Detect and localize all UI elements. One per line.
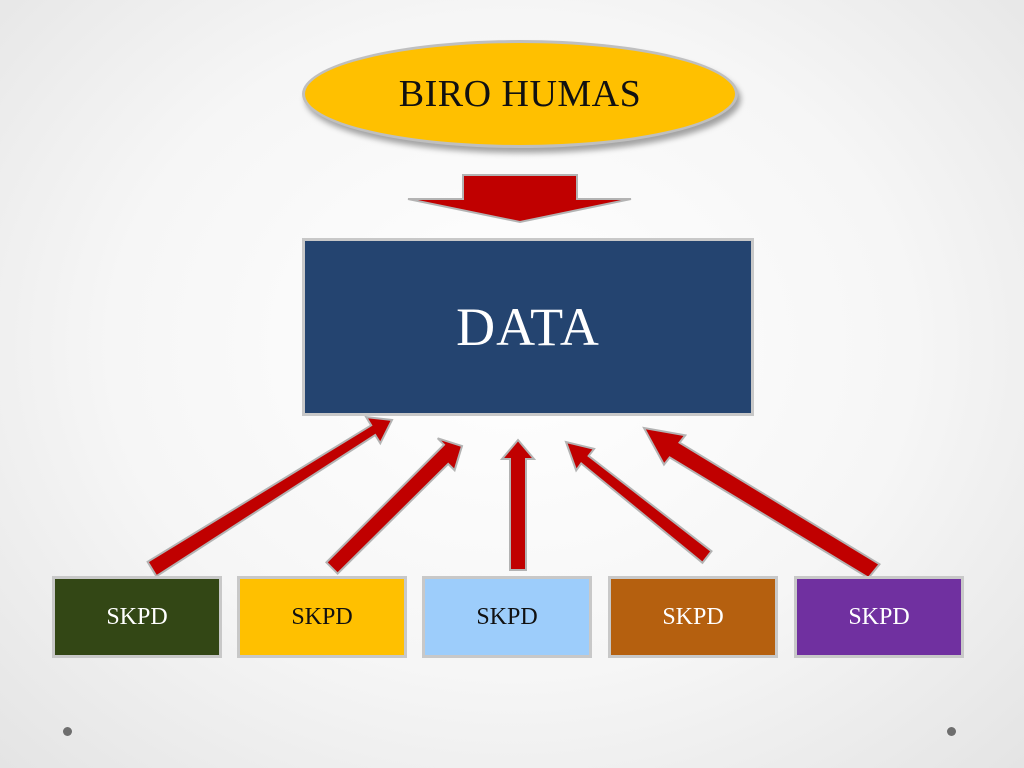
data-label: DATA	[456, 297, 600, 357]
skpd-label: SKPD	[848, 603, 910, 630]
arrow-skpd-1	[146, 415, 394, 578]
corner-dot-right	[947, 727, 956, 736]
arrow-skpd-3	[499, 438, 537, 571]
corner-dot-left	[63, 727, 72, 736]
biro-humas-node: BIRO HUMAS	[302, 40, 738, 148]
skpd-node-5: SKPD	[794, 576, 964, 658]
data-node: DATA	[302, 238, 754, 416]
arrow-skpd-2	[324, 437, 464, 576]
skpd-node-4: SKPD	[608, 576, 778, 658]
arrow-skpd-4	[564, 440, 713, 565]
skpd-label: SKPD	[291, 603, 353, 630]
skpd-node-1: SKPD	[52, 576, 222, 658]
skpd-label: SKPD	[476, 603, 538, 630]
skpd-node-2: SKPD	[237, 576, 407, 658]
skpd-label: SKPD	[106, 603, 168, 630]
skpd-node-3: SKPD	[422, 576, 592, 658]
arrow-skpd-5	[642, 426, 881, 580]
skpd-label: SKPD	[662, 603, 724, 630]
down-arrow	[407, 174, 632, 224]
biro-humas-label: BIRO HUMAS	[398, 73, 642, 115]
